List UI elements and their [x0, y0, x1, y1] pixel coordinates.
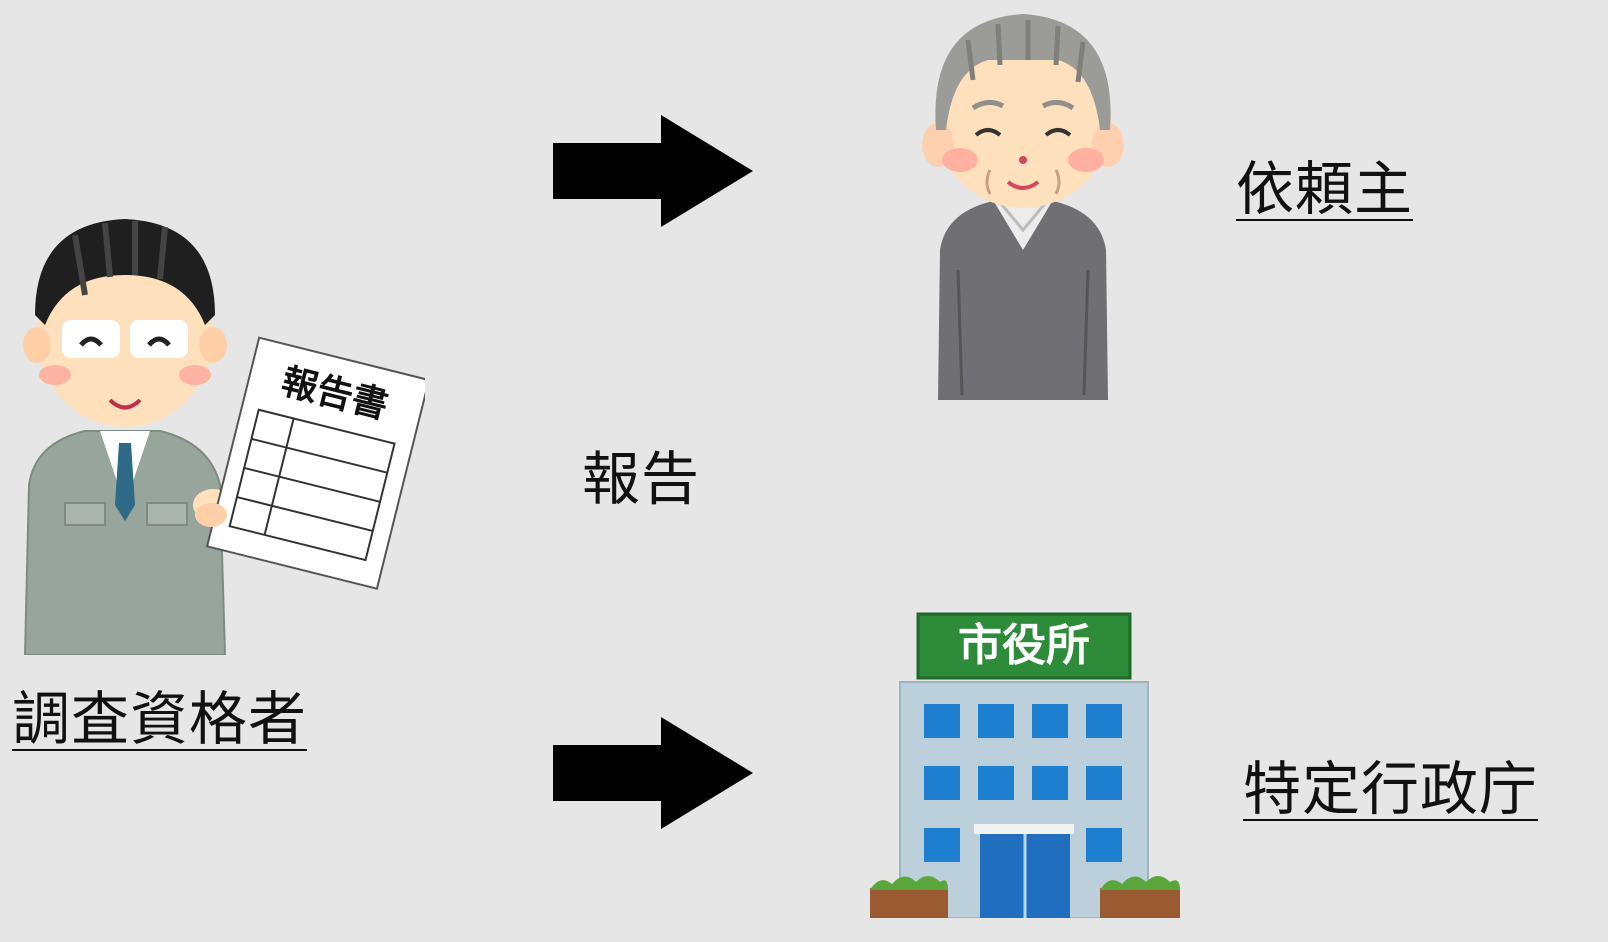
inspector-label: 調査資格者 [12, 685, 308, 753]
right-arrow-icon [553, 115, 753, 227]
right-arrow-icon [553, 717, 753, 829]
inspector-with-report-icon: 報告書 [23, 219, 425, 655]
elderly-man-icon [922, 14, 1124, 400]
report-action-label: 報告 [582, 445, 701, 513]
building-sign-text: 市役所 [958, 620, 1090, 671]
authority-label: 特定行政庁 [1243, 755, 1539, 823]
client-label: 依頼主 [1236, 155, 1414, 223]
city-hall-building-icon: 市役所 [870, 612, 1180, 918]
